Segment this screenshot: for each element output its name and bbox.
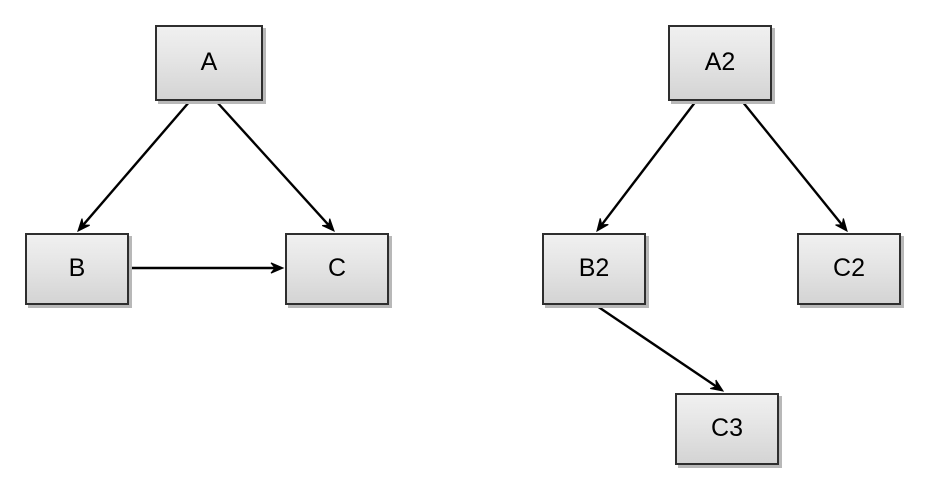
arrowhead-icon [321,218,335,233]
edge-line [741,100,844,227]
edge-a2-to-c2[interactable] [741,100,848,233]
edge-line [600,100,697,227]
node-c3[interactable]: C3 [675,393,779,465]
edge-b2-to-c3[interactable] [596,305,725,392]
edge-a-to-b[interactable] [77,100,191,233]
node-label: A [200,47,218,76]
edge-a2-to-b2[interactable] [596,100,697,233]
node-label: A2 [704,47,736,76]
node-label: C [327,253,347,282]
node-label: B [68,253,86,282]
edge-line [596,305,718,389]
edge-b-to-c[interactable] [129,262,285,274]
node-label: B2 [578,253,610,282]
arrowhead-icon [270,262,285,274]
arrowhead-icon [835,218,848,233]
node-b[interactable]: B [25,233,129,305]
node-a[interactable]: A [155,25,263,101]
node-label: C3 [711,413,743,442]
edge-line [215,100,331,227]
node-label: C2 [833,253,865,282]
node-c[interactable]: C [285,233,389,305]
arrowhead-icon [77,218,90,233]
edge-line [81,100,191,227]
node-b2[interactable]: B2 [542,233,646,305]
arrowhead-icon [710,379,725,392]
arrowhead-icon [596,218,609,233]
node-a2[interactable]: A2 [668,25,772,101]
node-c2[interactable]: C2 [797,233,901,305]
edge-a-to-c[interactable] [215,100,335,233]
